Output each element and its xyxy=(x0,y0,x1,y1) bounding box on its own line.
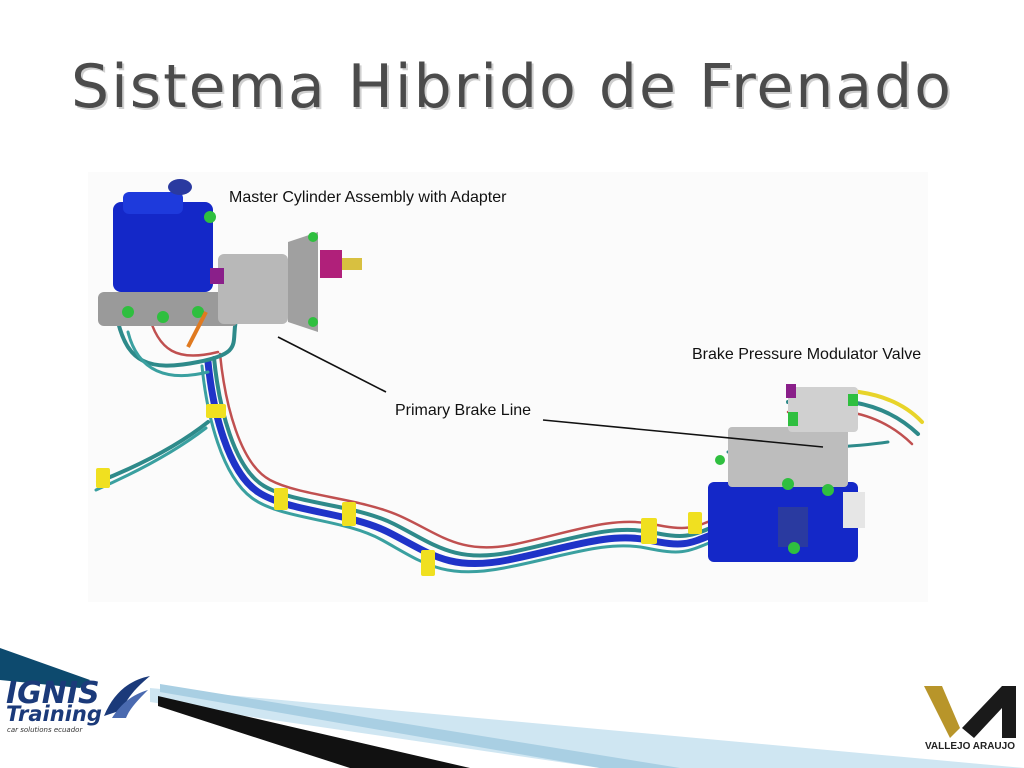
footer-swoosh xyxy=(0,648,1024,768)
label-primary-brake-line: Primary Brake Line xyxy=(395,402,532,419)
slide-title: Sistema Hibrido de Frenado xyxy=(71,52,953,122)
brake-system-diagram xyxy=(88,172,928,602)
va-mark-icon xyxy=(924,686,1016,738)
logo-ignis-text: IGNIS xyxy=(6,676,100,711)
master-cylinder-assembly xyxy=(98,179,362,348)
label-master-cylinder: Master Cylinder Assembly with Adapter xyxy=(229,189,507,206)
label-modulator-valve: Brake Pressure Modulator Valve xyxy=(692,346,922,363)
logo-subtitle-text: car solutions ecuador xyxy=(7,726,83,734)
logo-training-text: Training xyxy=(6,702,102,726)
label-leaders xyxy=(277,336,824,448)
pipe-clips xyxy=(96,404,702,576)
logo-va-text: VALLEJO ARAUJO xyxy=(924,741,1015,752)
wing-icon xyxy=(104,676,150,718)
modulator-valve-assembly xyxy=(708,384,865,562)
